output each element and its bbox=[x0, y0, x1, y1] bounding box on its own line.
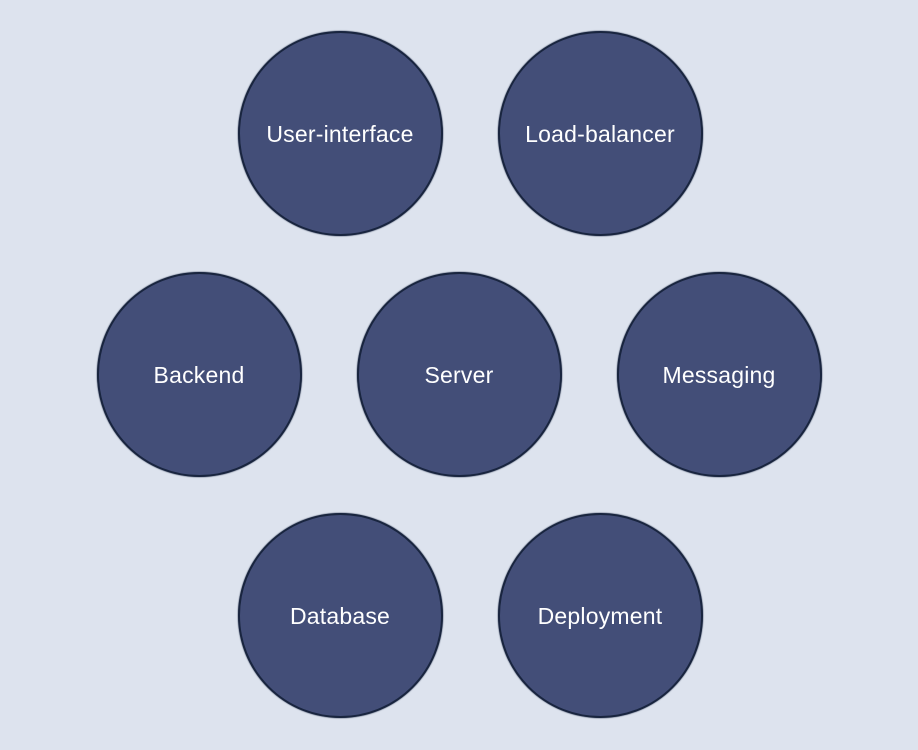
node-database: Database bbox=[237, 512, 443, 718]
node-load-balancer: Load-balancer bbox=[497, 30, 703, 236]
node-user-interface: User-interface bbox=[237, 30, 443, 236]
node-label-database: Database bbox=[289, 602, 391, 629]
node-server: Server bbox=[356, 271, 562, 477]
node-label-user-interface: User-interface bbox=[266, 120, 414, 147]
node-backend: Backend bbox=[96, 271, 302, 477]
node-deployment: Deployment bbox=[497, 512, 703, 718]
node-label-load-balancer: Load-balancer bbox=[525, 120, 675, 147]
node-messaging: Messaging bbox=[616, 271, 822, 477]
node-label-messaging: Messaging bbox=[662, 361, 776, 388]
node-label-backend: Backend bbox=[153, 361, 245, 388]
node-label-server: Server bbox=[424, 361, 494, 388]
node-label-deployment: Deployment bbox=[537, 602, 663, 629]
